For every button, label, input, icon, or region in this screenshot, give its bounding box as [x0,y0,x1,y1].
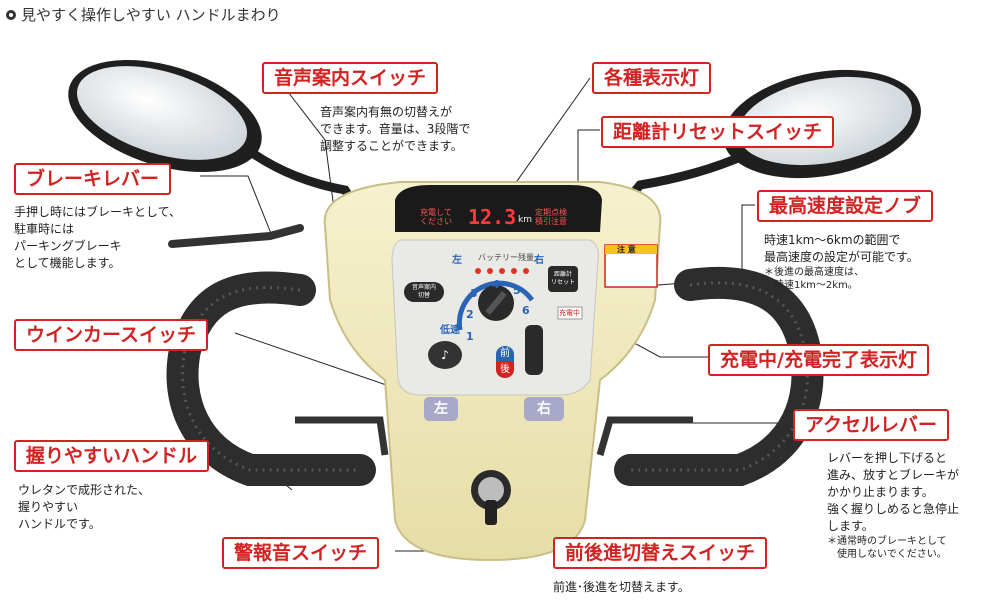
winker-right-button[interactable]: 右 [524,397,564,421]
battery-leds [475,268,529,274]
knob-number-1: 1 [466,330,474,343]
label-brake-lever: ブレーキレバー [14,163,172,195]
brake-lever-shape [168,224,304,248]
label-odometer-reset: 距離計リセットスイッチ [601,116,835,148]
odometer-reset-button[interactable]: 距離計 リセット [548,266,578,292]
max-speed-knob[interactable] [478,285,514,321]
knob-number-4: 4 [492,278,500,291]
caution-text: 注 意 [617,245,636,254]
knob-number-3: 3 [470,287,478,300]
desc-speed: 時速1km〜6kmの範囲で 最高速度の設定が可能です。 ＊後進の最高速度は、 時… [764,233,919,291]
label-max-speed-knob: 最高速度設定ノブ [757,190,934,222]
label-voice-switch: 音声案内スイッチ [262,62,439,94]
knob-number-6: 6 [522,304,530,317]
battery-label: バッテリー残量 [478,253,534,262]
horn-icon: ♪ [441,348,449,362]
display-right-text: 定期点検 積引注意 [535,208,567,226]
desc-grip: ウレタンで成形された、 握りやすい ハンドルです。 [18,483,151,531]
left-mirror [68,59,365,217]
right-mark: 右 [534,255,544,266]
label-indicators: 各種表示灯 [592,62,712,94]
winker-left-button[interactable]: 左 [424,397,458,421]
section-header: 見やすく操作しやすい ハンドルまわり [6,4,281,25]
forward-reverse-lever[interactable] [524,325,544,375]
label-winker-switch: ウインカースイッチ [14,319,209,351]
desc-voice: 音声案内有無の切替えが できます。音量は、3段階で 調整することができます。 [320,105,471,153]
desc-accel: レバーを押し下げると 進み、放すとブレーキが かかり止まります。 強く握りしめる… [827,451,960,560]
display-value: 12.3 [468,205,517,229]
desc-brake: 手押し時にはブレーキとして、 駐車時には パーキングブレーキ として機能します。 [14,205,182,270]
speed-low-label: 低速 [440,325,460,336]
knob-number-2: 2 [466,308,474,321]
knob-number-5: 5 [513,284,521,297]
display-unit: km [518,215,532,225]
label-accel-lever: アクセルレバー [793,409,950,441]
forward-mark: 前 [496,346,514,362]
label-horn-switch: 警報音スイッチ [222,537,380,569]
reverse-mark: 後 [496,362,514,378]
left-mark: 左 [452,255,462,266]
section-title: 見やすく操作しやすい ハンドルまわり [21,6,281,24]
voice-guidance-button[interactable]: 音声案内 切替 [404,282,444,302]
desc-fwd-rev: 前進･後進を切替えます。 [553,580,690,594]
label-grip-handle: 握りやすいハンドル [14,440,210,472]
label-charge-lamp: 充電中/充電完了表示灯 [708,344,929,376]
label-fwd-rev-switch: 前後進切替えスイッチ [553,537,768,569]
charge-mark: 充電中 [559,309,580,317]
horn-button[interactable]: ♪ [428,341,462,369]
bullet-icon [6,9,16,20]
display-left-text: 充電して ください [420,208,452,226]
